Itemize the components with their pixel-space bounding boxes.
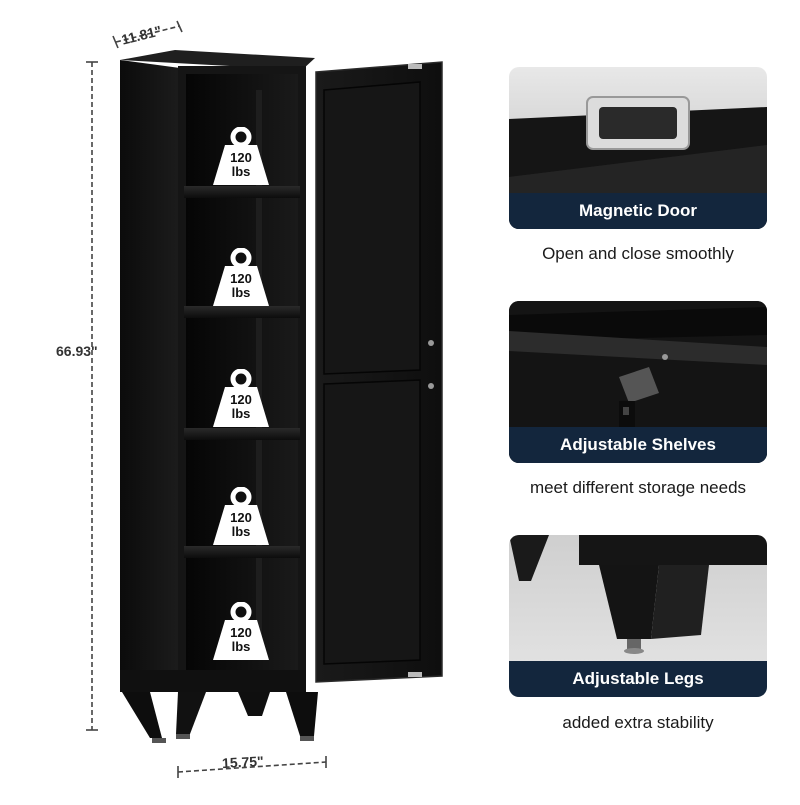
feature-caption: added extra stability [562,713,714,732]
kettlebell-icon [213,127,269,185]
cabinet-leg-icon [509,535,767,654]
height-label: 66.93" [56,343,98,359]
leg [238,692,270,716]
leg [176,692,206,734]
hinge [408,672,422,677]
kettlebell-icon [213,602,269,660]
kettlebell-icon [213,369,269,427]
feature-card-adjustable-legs: Adjustable Legs [509,535,767,697]
dimension-lines [86,20,327,778]
shelf [184,186,300,198]
feature-title: Adjustable Shelves [509,427,767,463]
cabinet-side [120,60,180,680]
cabinet-illustration [86,20,443,778]
feature-title: Adjustable Legs [509,661,767,697]
width-label: 15.75" [221,752,265,772]
feature-title: Magnetic Door [509,193,767,229]
badge-weight: 120 [230,392,252,407]
badge-weight: 120 [230,271,252,286]
door-magnet [428,340,434,346]
shelf [184,546,300,558]
cabinet-top [120,50,315,70]
feature-caption: meet different storage needs [529,478,747,497]
cabinet-svg [86,20,443,778]
leg [286,692,318,736]
feature-card-magnetic-door: Magnetic Door [509,67,767,229]
badge-unit: lbs [231,639,251,654]
hinge [408,64,422,69]
shelf [184,428,300,440]
badge-weight: 120 [230,625,252,640]
kettlebell-icon [213,487,269,545]
badge-unit: lbs [231,406,251,421]
kettlebell-icon [213,248,269,306]
door-magnet [428,383,434,389]
badge-weight: 120 [230,150,252,165]
shelf [184,306,300,318]
cabinet-base [120,670,306,692]
badge-weight: 120 [230,510,252,525]
badge-unit: lbs [231,285,251,300]
shelf-rail [256,90,262,650]
feature-card-adjustable-shelves: Adjustable Shelves [509,301,767,463]
badge-unit: lbs [231,164,251,179]
cabinet-legs [122,692,318,743]
feature-caption: Open and close smoothly [542,244,734,263]
leg [122,692,162,738]
shelves [184,186,300,558]
cabinet-door [315,61,443,683]
badge-unit: lbs [231,524,251,539]
